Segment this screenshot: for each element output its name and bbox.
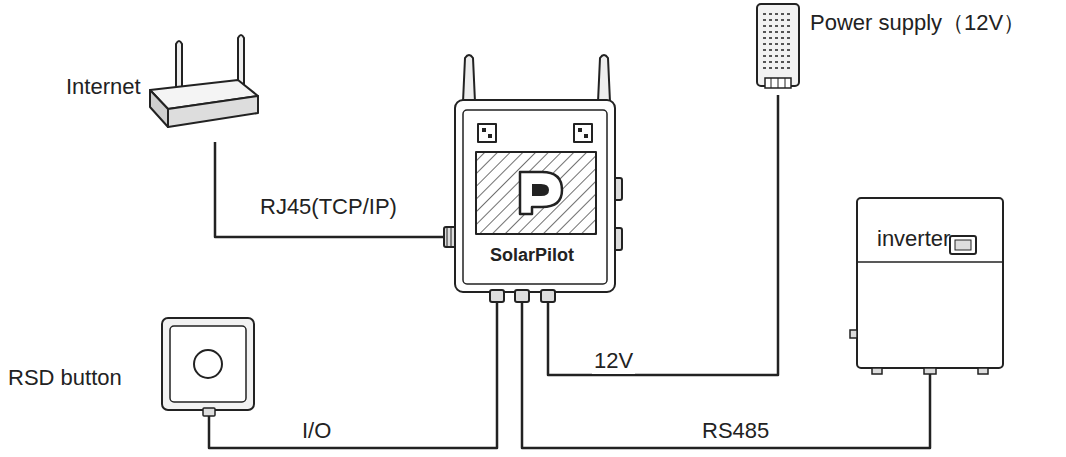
solarpilot-device [444,55,622,302]
inverter-icon [850,198,1003,374]
voltage-label: 12V [592,348,635,374]
rsd-button-icon [162,318,254,416]
rsd-button-node: RSD button [5,315,258,412]
router-node: Internet [60,30,260,142]
device-label: Internet [66,74,141,100]
router-icon [150,35,258,127]
device-label: Power supply（12V） [810,10,1025,36]
controller-box: SolarPilot [455,100,615,292]
interface-label: I/O [300,418,333,444]
power-supply-node: Power supply（12V） [750,0,1062,95]
cable-connector [215,142,455,237]
interface-label: RJ45(TCP/IP) [258,194,399,220]
device-label: inverter [877,226,950,252]
power-supply-icon [757,4,799,88]
device-label: RSD button [8,365,122,391]
brand-label: SolarPilot [490,245,574,267]
inverter-box: inverter [857,198,1003,372]
interface-label: RS485 [700,418,771,444]
